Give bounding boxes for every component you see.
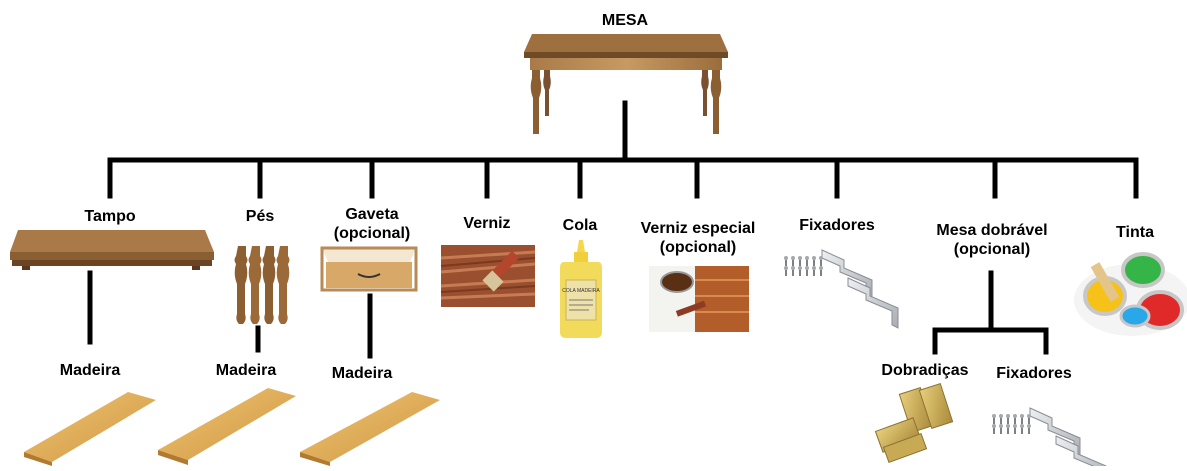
sub-label-dobradicas: Dobradiças xyxy=(881,362,969,379)
wood-plank-icon xyxy=(24,392,156,466)
connector-lines xyxy=(87,100,1139,359)
root-label: MESA xyxy=(601,12,649,29)
paint-cans-icon xyxy=(1074,252,1187,336)
brackets-screws-icon xyxy=(992,407,1107,471)
component-label-mesa-dobravel: Mesa dobrável (opcional) xyxy=(936,222,1048,258)
component-label-gaveta: Gaveta (opcional) xyxy=(333,206,411,242)
table-legs-icon xyxy=(234,246,290,324)
glue-bottle-icon: COLA MADEIRA xyxy=(560,240,602,338)
component-label-verniz: Verniz xyxy=(463,215,511,232)
varnish-can-icon xyxy=(649,266,749,332)
wood-plank-icon xyxy=(158,388,296,465)
wooden-table-icon xyxy=(524,34,728,134)
sub-label-tampo-madeira: Madeira xyxy=(59,362,121,379)
component-label-fixadores: Fixadores xyxy=(799,217,875,234)
component-label-pes: Pés xyxy=(245,208,275,225)
component-label-tinta: Tinta xyxy=(1116,224,1154,241)
component-label-verniz-especial: Verniz especial (opcional) xyxy=(640,220,756,256)
brackets-screws-icon xyxy=(784,249,899,329)
wood-plank-icon xyxy=(300,392,440,466)
varnish-brush-icon xyxy=(440,245,536,307)
sub-label-pes-madeira: Madeira xyxy=(215,362,277,379)
sub-label-gaveta-madeira: Madeira xyxy=(331,365,393,382)
glue-bottle-text: COLA MADEIRA xyxy=(562,288,600,294)
component-label-cola: Cola xyxy=(562,217,598,234)
tabletop-icon xyxy=(10,230,214,270)
component-label-tampo: Tampo xyxy=(84,208,136,225)
hinges-icon xyxy=(874,382,954,463)
sub-label-fixadores: Fixadores xyxy=(996,365,1072,382)
drawer-icon xyxy=(320,246,418,292)
